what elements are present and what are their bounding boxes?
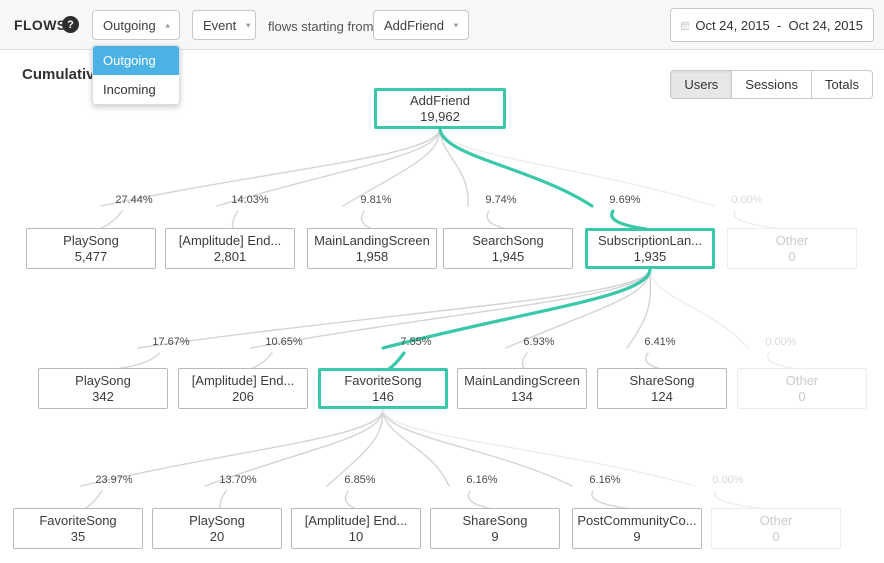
- branch-percent-label: 23.97%: [95, 474, 133, 486]
- branch-percent-label: 27.44%: [115, 194, 153, 206]
- node-value: 206: [232, 388, 254, 404]
- toggle-totals-button[interactable]: Totals: [811, 70, 873, 99]
- menu-item-outgoing[interactable]: Outgoing: [93, 46, 179, 75]
- node-name: PlaySong: [63, 232, 119, 248]
- flow-node[interactable]: [Amplitude] End... 10: [291, 508, 421, 549]
- toggle-sessions-button[interactable]: Sessions: [731, 70, 813, 99]
- flow-node-highlighted[interactable]: SubscriptionLan... 1,935: [585, 228, 715, 269]
- node-name: FavoriteSong: [344, 372, 422, 388]
- chevron-down-icon: ▼: [451, 21, 460, 29]
- node-value: 19,962: [420, 108, 460, 124]
- menu-item-incoming[interactable]: Incoming: [93, 75, 179, 104]
- flow-node[interactable]: FavoriteSong 35: [13, 508, 143, 549]
- calendar-icon: [681, 21, 690, 30]
- flow-node[interactable]: PlaySong 342: [38, 368, 168, 409]
- direction-dropdown-value: Outgoing: [103, 17, 156, 33]
- node-name: SearchSong: [472, 232, 544, 248]
- node-name: ShareSong: [462, 512, 528, 528]
- flow-root-node[interactable]: AddFriend 19,962: [374, 88, 506, 129]
- date-range-label: Oct 24, 2015 - Oct 24, 2015: [695, 17, 863, 33]
- flow-node[interactable]: ShareSong 9: [430, 508, 560, 549]
- branch-percent-label: 9.69%: [609, 194, 641, 206]
- node-name: PlaySong: [189, 512, 245, 528]
- event-type-dropdown[interactable]: Event ▼: [192, 10, 256, 40]
- node-value: 134: [511, 388, 533, 404]
- branch-percent-label: 9.81%: [360, 194, 392, 206]
- chevron-up-icon: ▲: [163, 21, 172, 29]
- node-value: 1,958: [355, 248, 389, 264]
- node-value: 35: [70, 528, 86, 544]
- branch-percent-label: 0.00%: [765, 336, 797, 348]
- node-value: 342: [92, 388, 114, 404]
- direction-dropdown[interactable]: Outgoing ▲: [92, 10, 180, 40]
- node-name: Other: [759, 512, 793, 528]
- node-name: Other: [775, 232, 809, 248]
- flow-node[interactable]: MainLandingScreen 134: [457, 368, 587, 409]
- node-name: SubscriptionLan...: [597, 232, 703, 248]
- direction-dropdown-menu: Outgoing Incoming: [92, 45, 180, 105]
- node-name: MainLandingScreen: [464, 372, 580, 388]
- branch-percent-label: 17.67%: [152, 336, 190, 348]
- node-value: 10: [348, 528, 364, 544]
- event-type-dropdown-value: Event: [203, 17, 237, 33]
- flow-node-highlighted[interactable]: FavoriteSong 146: [318, 368, 448, 409]
- node-name: [Amplitude] End...: [191, 372, 295, 388]
- node-name: [Amplitude] End...: [304, 512, 408, 528]
- branch-percent-label: 13.70%: [219, 474, 257, 486]
- node-name: FavoriteSong: [39, 512, 117, 528]
- branch-percent-label: 6.16%: [589, 474, 621, 486]
- node-value: 9: [633, 528, 641, 544]
- chevron-down-icon: ▼: [244, 21, 253, 29]
- node-name: Other: [785, 372, 819, 388]
- section-title: Cumulative: [22, 66, 103, 83]
- node-name: PlaySong: [75, 372, 131, 388]
- flows-starting-from-label: flows starting from: [268, 19, 374, 34]
- node-value: 124: [651, 388, 673, 404]
- flow-node-other[interactable]: Other 0: [727, 228, 857, 269]
- node-value: 146: [372, 388, 394, 404]
- toggle-users-button[interactable]: Users: [670, 70, 733, 99]
- flow-node[interactable]: PostCommunityCo... 9: [572, 508, 702, 549]
- node-value: 0: [798, 388, 806, 404]
- branch-percent-label: 6.41%: [644, 336, 676, 348]
- node-name: [Amplitude] End...: [178, 232, 282, 248]
- flow-node[interactable]: [Amplitude] End... 206: [178, 368, 308, 409]
- metric-toggle: Users Sessions Totals: [670, 70, 873, 99]
- branch-percent-label: 7.55%: [400, 336, 432, 348]
- node-value: 5,477: [74, 248, 108, 264]
- start-event-dropdown-value: AddFriend: [384, 17, 444, 33]
- node-value: 1,945: [491, 248, 525, 264]
- branch-percent-label: 6.85%: [344, 474, 376, 486]
- branch-percent-label: 14.03%: [231, 194, 269, 206]
- flow-node[interactable]: [Amplitude] End... 2,801: [165, 228, 295, 269]
- start-event-dropdown[interactable]: AddFriend ▼: [373, 10, 469, 40]
- node-value: 0: [772, 528, 780, 544]
- node-value: 9: [491, 528, 499, 544]
- flow-node[interactable]: PlaySong 20: [152, 508, 282, 549]
- node-value: 1,935: [633, 248, 667, 264]
- node-name: PostCommunityCo...: [577, 512, 697, 528]
- branch-percent-label: 9.74%: [485, 194, 517, 206]
- node-name: MainLandingScreen: [314, 232, 430, 248]
- flow-node-other[interactable]: Other 0: [737, 368, 867, 409]
- branch-percent-label: 6.16%: [466, 474, 498, 486]
- node-name: AddFriend: [410, 92, 470, 108]
- node-value: 20: [209, 528, 225, 544]
- node-value: 2,801: [213, 248, 247, 264]
- date-range-button[interactable]: Oct 24, 2015 - Oct 24, 2015: [670, 8, 874, 42]
- branch-percent-label: 6.93%: [523, 336, 555, 348]
- help-icon[interactable]: ?: [62, 16, 79, 33]
- branch-percent-label: 0.00%: [731, 194, 763, 206]
- flow-node[interactable]: MainLandingScreen 1,958: [307, 228, 437, 269]
- node-value: 0: [788, 248, 796, 264]
- flow-node-other[interactable]: Other 0: [711, 508, 841, 549]
- branch-percent-label: 10.65%: [265, 336, 303, 348]
- app-title: FLOWS: [14, 17, 67, 33]
- branch-percent-label: 0.00%: [712, 474, 744, 486]
- flow-node[interactable]: SearchSong 1,945: [443, 228, 573, 269]
- node-name: ShareSong: [629, 372, 695, 388]
- flow-node[interactable]: ShareSong 124: [597, 368, 727, 409]
- header-bar: FLOWS ? Outgoing ▲ Outgoing Incoming Eve…: [0, 0, 884, 105]
- flow-node[interactable]: PlaySong 5,477: [26, 228, 156, 269]
